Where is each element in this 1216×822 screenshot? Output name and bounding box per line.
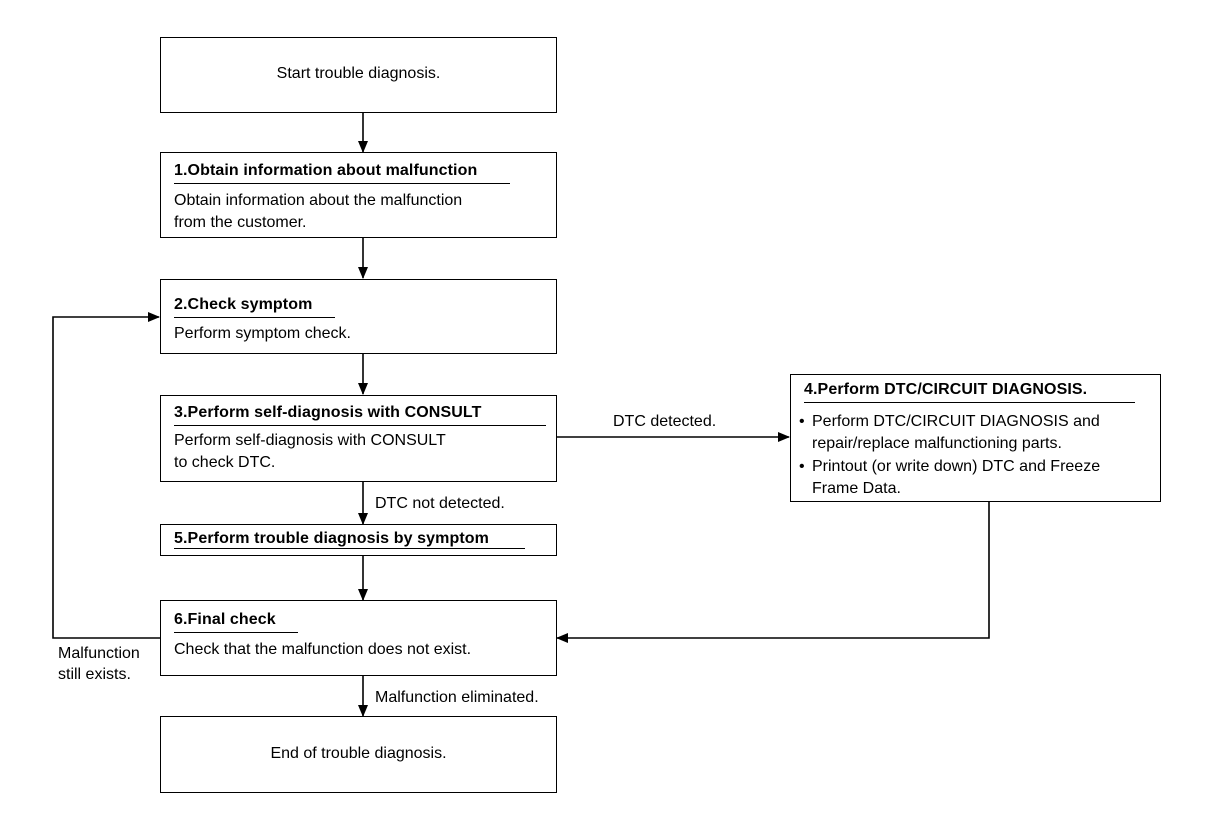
step3-description-line1: Perform self-diagnosis with CONSULT [174, 432, 446, 449]
step2-box: 2.Check symptom Perform symptom check. [160, 279, 557, 354]
dtc-not-detected-label: DTC not detected. [375, 495, 505, 512]
step3-description-line2: to check DTC. [174, 454, 276, 471]
malfunction-still-exists-label-line1: Malfunction [58, 645, 140, 662]
dtc-detected-label: DTC detected. [613, 413, 717, 430]
step3-box: 3.Perform self-diagnosis with CONSULT Pe… [160, 395, 557, 482]
arrow-step4-to-step6 [556, 502, 990, 643]
step1-title-underline [174, 183, 510, 184]
arrow-step6-back-to-step2 [52, 312, 161, 639]
step4-item1-line1: Perform DTC/CIRCUIT DIAGNOSIS and [812, 413, 1100, 430]
step1-title: 1.Obtain information about malfunction [174, 162, 478, 179]
step4-list-item-1: • Perform DTC/CIRCUIT DIAGNOSIS and repai… [799, 411, 1100, 455]
step5-title-underline [174, 548, 525, 549]
step5-title: 5.Perform trouble diagnosis by symptom [174, 530, 489, 547]
step1-description-line2: from the customer. [174, 214, 307, 231]
step4-item1-line2: repair/replace malfunctioning parts. [812, 435, 1062, 452]
step5-box: 5.Perform trouble diagnosis by symptom [160, 524, 557, 556]
step4-box: 4.Perform DTC/CIRCUIT DIAGNOSIS. • Perfor… [790, 374, 1161, 502]
step4-item2-line1: Printout (or write down) DTC and Freeze [812, 458, 1101, 475]
step4-title: 4.Perform DTC/CIRCUIT DIAGNOSIS. [804, 381, 1088, 398]
start-box: Start trouble diagnosis. [160, 37, 557, 113]
step4-list-item-2: • Printout (or write down) DTC and Freeze… [799, 456, 1100, 500]
malfunction-still-exists-label-line2: still exists. [58, 666, 131, 683]
step6-title: 6.Final check [174, 611, 276, 628]
step1-box: 1.Obtain information about malfunction O… [160, 152, 557, 238]
step3-title: 3.Perform self-diagnosis with CONSULT [174, 404, 482, 421]
step2-title-underline [174, 317, 335, 318]
step4-title-underline [804, 402, 1135, 403]
malfunction-eliminated-label: Malfunction eliminated. [375, 689, 539, 706]
step3-title-underline [174, 425, 546, 426]
end-text: End of trouble diagnosis. [270, 745, 447, 762]
start-text: Start trouble diagnosis. [276, 65, 441, 82]
step6-box: 6.Final check Check that the malfunction… [160, 600, 557, 676]
bullet-icon: • [799, 413, 805, 430]
step1-description-line1: Obtain information about the malfunction [174, 192, 463, 209]
step6-description-line1: Check that the malfunction does not exis… [174, 641, 472, 658]
step6-title-underline [174, 632, 298, 633]
bullet-icon: • [799, 458, 805, 475]
step4-item2-line2: Frame Data. [812, 480, 901, 497]
step2-description-line1: Perform symptom check. [174, 325, 351, 342]
step2-title: 2.Check symptom [174, 296, 313, 313]
end-box: End of trouble diagnosis. [160, 716, 557, 793]
